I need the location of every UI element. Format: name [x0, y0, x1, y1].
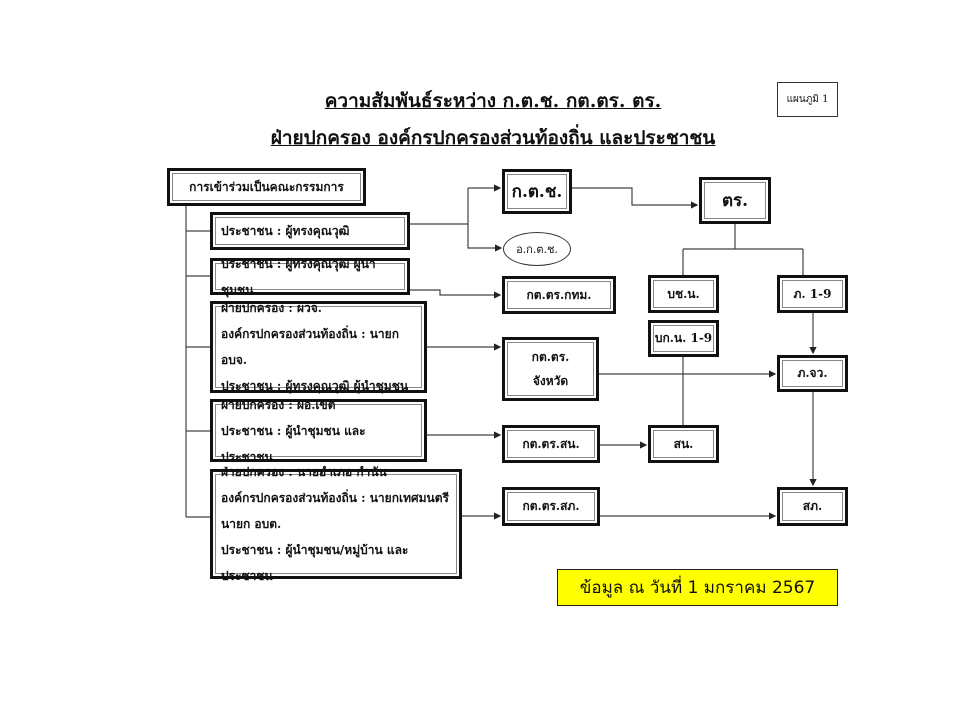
- bkn19-box: บก.น. 1-9: [648, 320, 719, 357]
- committee-group-5: ฝ่ายปกครอง : นายอำเภอ กำนัน องค์กรปกครอง…: [210, 465, 462, 583]
- committee-header: การเข้าร่วมเป็นคณะกรรมการ: [167, 168, 366, 206]
- group-line: นายก อบต.: [221, 517, 282, 531]
- group-line: ประชาชน : ผู้นำชุมชน/หมู่บ้าน และประชาชน: [221, 543, 409, 583]
- kt-ch-box: ก.ต.ช.: [502, 169, 572, 214]
- ktr-province-box: กต.ตร. จังหวัด: [502, 337, 599, 401]
- group-line: ฝ่ายปกครอง : ผวจ.: [221, 301, 322, 315]
- tr-box: ตร.: [699, 177, 771, 224]
- group-line: ประชาชน : ผู้ทรงคุณวุฒิ ผู้นำชุมชน: [221, 256, 376, 297]
- figure-label: แผนภูมิ 1: [777, 82, 838, 117]
- ktr-bkk-box: กต.ตร.กทม.: [502, 276, 616, 314]
- group-line: ประชาชน : ผู้นำชุมชน และประชาชน: [221, 423, 366, 464]
- title-line-1: ความสัมพันธ์ระหว่าง ก.ต.ช. กต.ตร. ตร.: [324, 90, 662, 112]
- ktr-province-line1: กต.ตร.: [531, 350, 570, 364]
- title-line-2: ฝ่ายปกครอง องค์กรปกครองส่วนท้องถิ่น และป…: [270, 127, 716, 149]
- group-line: ฝ่ายปกครอง : ผอ.เขต: [221, 397, 336, 412]
- group-line: องค์กรปกครองส่วนท้องถิ่น : นายกเทศมนตรี: [221, 491, 449, 505]
- group-line: ประชาชน : ผู้ทรงคุณวุฒิ ผู้นำชุมชน: [221, 379, 409, 393]
- group-line: องค์กรปกครองส่วนท้องถิ่น : นายก อบจ.: [221, 327, 399, 367]
- ktr-province-line2: จังหวัด: [532, 374, 569, 388]
- committee-group-1: ประชาชน : ผู้ทรงคุณวุฒิ: [210, 212, 410, 250]
- sp-box: สภ.: [777, 487, 848, 526]
- committee-group-4: ฝ่ายปกครอง : ผอ.เขต ประชาชน : ผู้นำชุมชน…: [210, 398, 427, 464]
- pjw-box: ภ.จว.: [777, 355, 848, 392]
- ktr-sp-box: กต.ตร.สภ.: [502, 487, 600, 526]
- group-line: ฝ่ายปกครอง : นายอำเภอ กำนัน: [221, 465, 387, 479]
- committee-group-3: ฝ่ายปกครอง : ผวจ. องค์กรปกครองส่วนท้องถิ…: [210, 301, 427, 393]
- group-line: ประชาชน : ผู้ทรงคุณวุฒิ: [221, 224, 350, 238]
- o-kt-ch-ellipse: อ.ก.ต.ช.: [503, 232, 571, 266]
- bchn-box: บช.น.: [648, 275, 719, 313]
- data-date-note: ข้อมูล ณ วันที่ 1 มกราคม 2567: [557, 569, 838, 606]
- sn-box: สน.: [648, 425, 719, 463]
- committee-group-2: ประชาชน : ผู้ทรงคุณวุฒิ ผู้นำชุมชน: [210, 257, 410, 297]
- p19-box: ภ. 1-9: [777, 275, 848, 313]
- branch-lines: [186, 230, 210, 518]
- ktr-sn-box: กต.ตร.สน.: [502, 425, 600, 463]
